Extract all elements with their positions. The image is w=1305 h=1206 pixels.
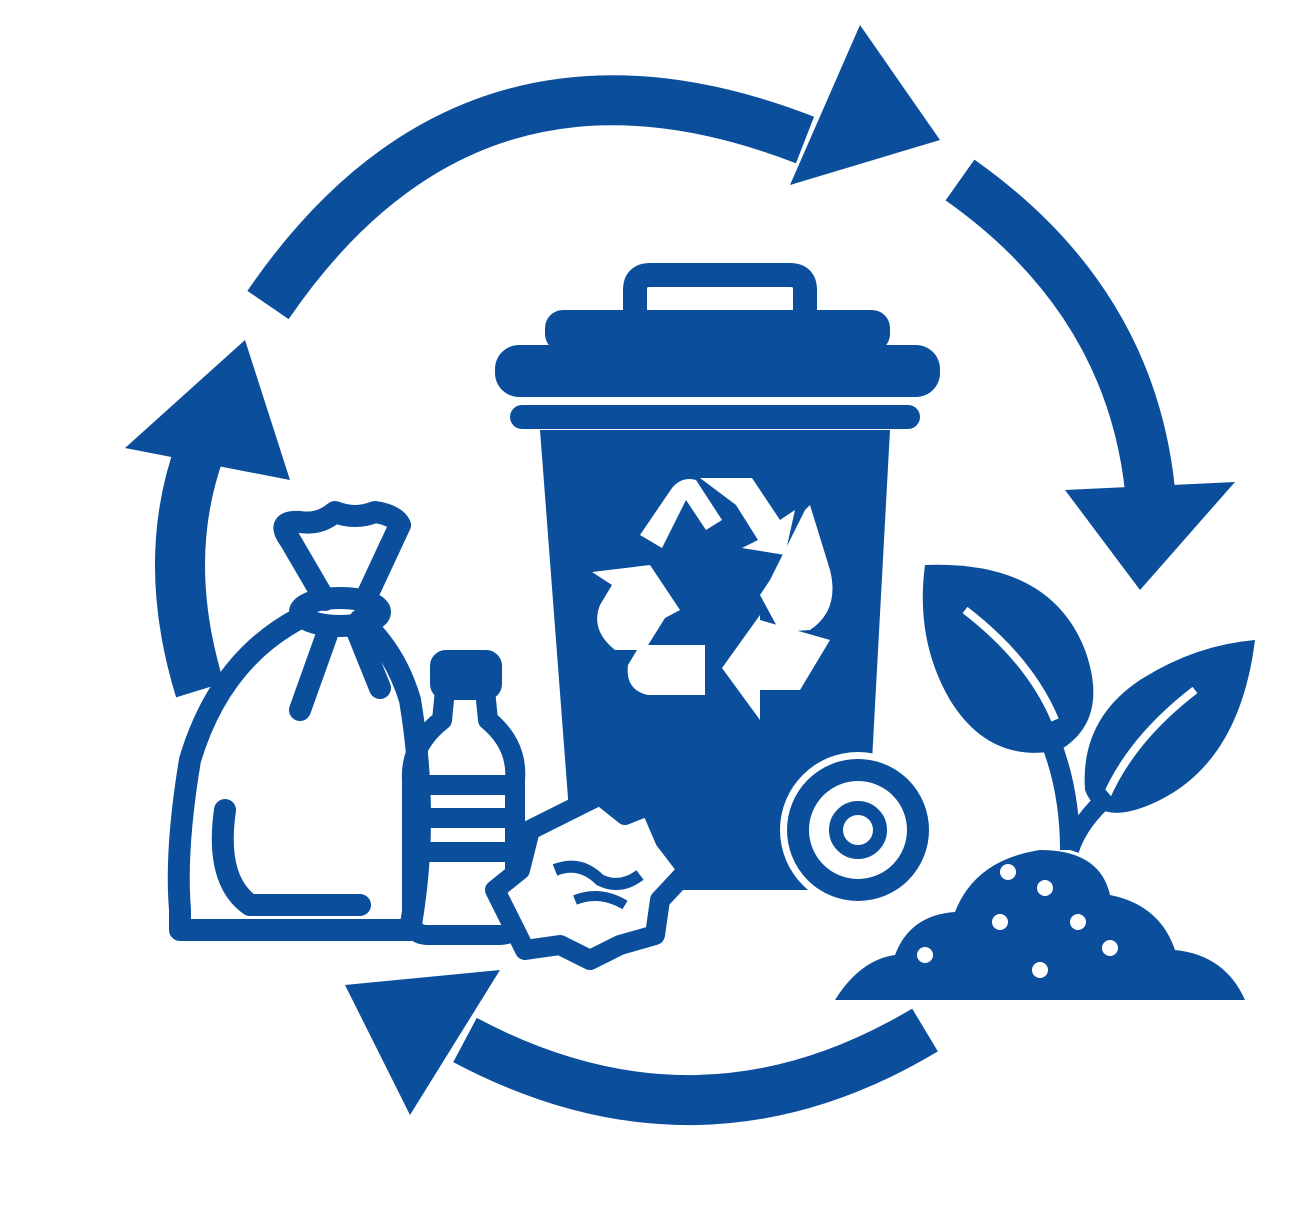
compost-soil-icon — [835, 850, 1245, 1000]
garbage-bag-icon — [167, 501, 431, 941]
plant-sprout-icon — [922, 564, 1255, 854]
bin-wheel — [780, 752, 936, 908]
cycle-arrow-top — [247, 25, 940, 320]
trash-bin-icon — [495, 263, 940, 908]
recycle-symbol-icon — [592, 478, 833, 720]
soil-dots — [917, 864, 1118, 978]
cycle-arrows-icon — [125, 25, 1235, 1126]
cycle-arrow-left — [125, 340, 290, 698]
plastic-bottle-icon — [401, 650, 526, 945]
cycle-arrow-bottom — [345, 970, 938, 1126]
crumpled-paper-icon — [485, 785, 698, 970]
cycle-arrow-right — [945, 159, 1235, 590]
